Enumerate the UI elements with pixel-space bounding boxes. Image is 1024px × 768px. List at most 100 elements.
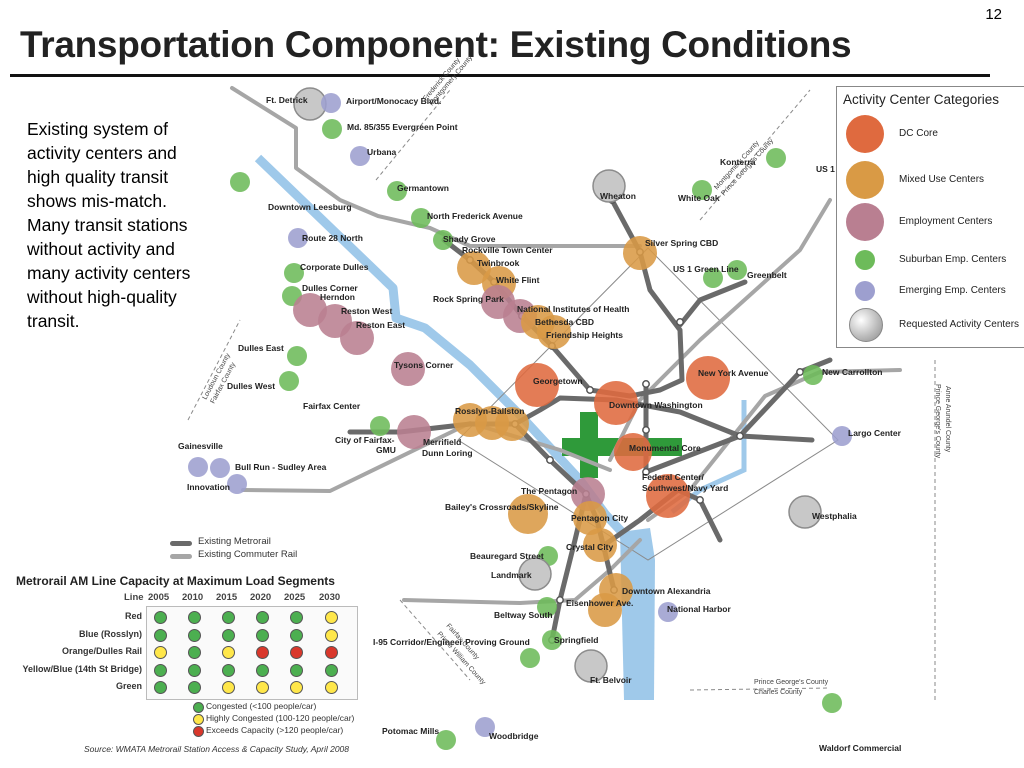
capacity-status-dot: [325, 628, 338, 642]
activity-center-emerging: [321, 93, 341, 113]
capacity-key-label: Highly Congested (100-120 people/car): [206, 713, 355, 723]
place-label: White Oak: [678, 193, 720, 203]
place-label: I-95 Corridor/Engineer Proving Ground: [373, 637, 530, 647]
place-label: Bethesda CBD: [535, 317, 594, 327]
place-label: Rockville Town Center: [462, 245, 553, 255]
activity-center-suburban: [822, 693, 842, 713]
place-label: Rosslyn-Ballston: [455, 406, 524, 416]
place-label: Bailey's Crossroads/Skyline: [445, 502, 559, 512]
place-label: GMU: [376, 445, 396, 455]
activity-center-mixed: [588, 593, 622, 627]
capacity-year-header: 2025: [284, 592, 306, 603]
legend-item: DC Core: [845, 115, 1023, 159]
activity-center-emerging: [210, 458, 230, 478]
place-label: Friendship Heights: [546, 330, 623, 340]
activity-center-suburban: [727, 260, 747, 280]
place-label: Reston East: [356, 320, 405, 330]
place-label: Corporate Dulles: [300, 262, 369, 272]
activity-center-mixed: [457, 251, 491, 285]
place-label: Germantown: [397, 183, 449, 193]
legend-label: Mixed Use Centers: [899, 174, 985, 185]
capacity-status-dot: [188, 628, 201, 642]
place-label: Pentagon City: [571, 513, 628, 523]
place-label: Beauregard Street: [470, 551, 544, 561]
place-label: Dulles West: [227, 381, 275, 391]
capacity-key-label: Congested (<100 people/car): [206, 701, 317, 711]
place-label: Beltway South: [494, 610, 553, 620]
place-label: Gainesville: [178, 441, 223, 451]
capacity-status-dot: [256, 646, 269, 659]
capacity-status-dot: [222, 628, 235, 642]
capacity-status-dot: [256, 611, 269, 624]
activity-center-employment: [340, 321, 374, 355]
slide-title: Transportation Component: Existing Condi…: [20, 24, 852, 65]
capacity-year-header: 2010: [182, 592, 204, 603]
legend-label: Suburban Emp. Centers: [899, 254, 1007, 265]
legend-item: Requested Activity Centers: [845, 305, 1023, 349]
capacity-row: Green: [16, 680, 356, 697]
activity-center-suburban: [537, 597, 557, 617]
capacity-source: Source: WMATA Metrorail Station Access &…: [84, 744, 350, 754]
activity-center-emerging: [832, 426, 852, 446]
activity-center-suburban: [766, 148, 786, 168]
place-label: White Flint: [496, 275, 540, 285]
metro-station: [696, 496, 704, 504]
legend-item: Emerging Emp. Centers: [845, 273, 1023, 317]
legend-swatch: [849, 308, 883, 342]
capacity-status-dot: [325, 681, 338, 694]
activity-center-suburban: [520, 648, 540, 668]
metro-station: [586, 386, 594, 394]
activity-center-suburban: [287, 346, 307, 366]
place-label: North Frederick Avenue: [427, 211, 523, 221]
activity-center-suburban: [542, 630, 562, 650]
place-label: Shady Grove: [443, 234, 496, 244]
place-label: Monumental Core: [629, 443, 701, 453]
capacity-key-dot: [193, 726, 204, 737]
capacity-key-label: Exceeds Capacity (>120 people/car): [206, 725, 344, 735]
capacity-status-dot: [290, 681, 303, 694]
capacity-status-dot: [154, 646, 167, 659]
metro-station: [642, 380, 650, 388]
activity-center-suburban: [436, 730, 456, 750]
county-boundaries: [187, 89, 936, 700]
place-label: Dunn Loring: [422, 448, 473, 458]
legend-label: Requested Activity Centers: [899, 319, 1020, 330]
capacity-status-dot: [222, 646, 235, 659]
activity-center-emerging: [658, 602, 678, 622]
capacity-header-line: Line: [124, 592, 144, 603]
place-label: Ft. Belvoir: [590, 675, 632, 685]
legend-item: Suburban Emp. Centers: [845, 242, 1023, 286]
capacity-status-dot: [256, 681, 269, 694]
county-label: Prince George's County: [754, 679, 829, 686]
capacity-row: Orange/Dulles Rail: [16, 645, 356, 662]
capacity-year-header: 2005: [148, 592, 170, 603]
metro-station: [676, 318, 684, 326]
place-label: City of Fairfax-: [335, 435, 395, 445]
activity-center-mixed: [508, 494, 548, 534]
activity-center-mixed: [495, 407, 529, 441]
capacity-status-dot: [222, 611, 235, 624]
capacity-row: Red: [16, 610, 356, 627]
capacity-status-dot: [290, 663, 303, 677]
place-label: Downtown Leesburg: [268, 202, 352, 212]
activity-center-dc: [515, 363, 559, 407]
place-label: Federal Center/: [642, 472, 705, 482]
legend-title: Activity Center Categories: [843, 92, 1000, 107]
capacity-line-label: Yellow/Blue (14th St Bridge): [22, 663, 142, 674]
capacity-status-dot: [290, 646, 303, 659]
activity-center-emerging: [288, 228, 308, 248]
place-label: National Harbor: [667, 604, 731, 614]
legend-swatch: [855, 250, 875, 270]
capacity-status-dot: [188, 646, 201, 659]
place-label: Potomac Mills: [382, 726, 439, 736]
capacity-line-label: Orange/Dulles Rail: [61, 646, 142, 656]
activity-center-mixed: [537, 315, 571, 349]
place-label: Rock Spring Park: [433, 294, 504, 304]
legend-swatch: [846, 203, 884, 241]
place-label: National Institutes of Health: [517, 304, 629, 314]
activity-center-requested: [788, 495, 822, 529]
capacity-key-dot: [193, 702, 204, 713]
